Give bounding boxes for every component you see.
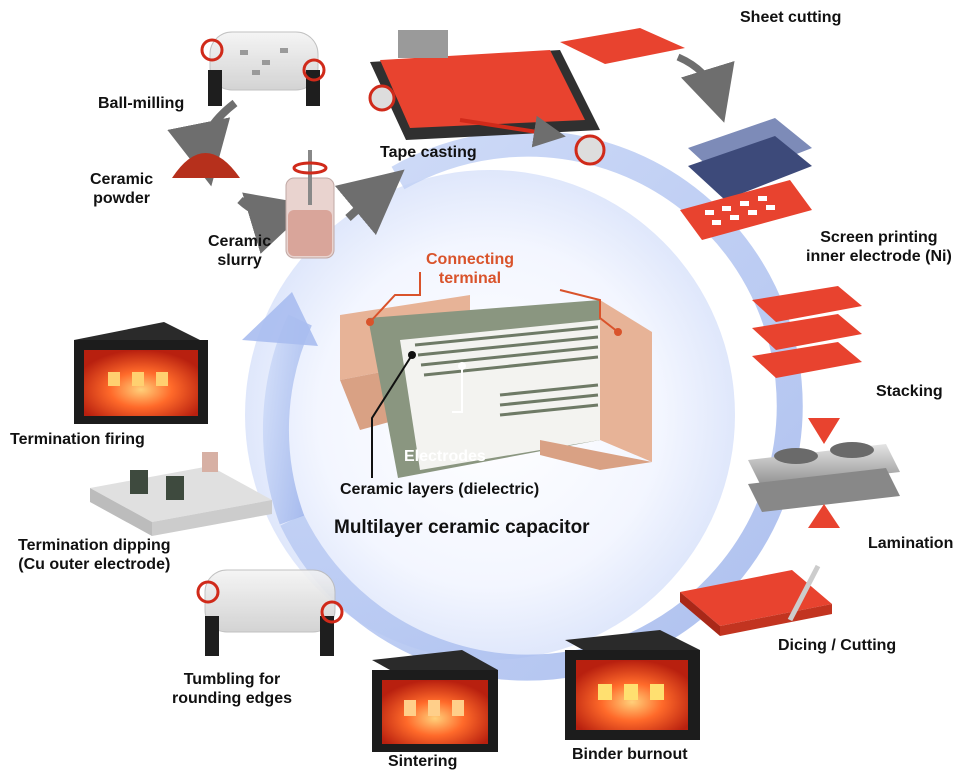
- label-screen-printing: Screen printing inner electrode (Ni): [806, 229, 952, 265]
- label-ball-milling: Ball-milling: [98, 95, 185, 112]
- ball-milling-jar: [200, 31, 326, 106]
- stacked-sheets: [752, 286, 862, 378]
- termination-dipping-tray: [90, 452, 272, 536]
- label-termination-dipping: Termination dipping (Cu outer electrode): [18, 537, 171, 573]
- label-ceramic-powder: Ceramic powder: [90, 171, 154, 207]
- sintering-furnace: [372, 650, 498, 752]
- ceramic-slurry-beaker: [285, 150, 335, 259]
- terminal-leader-left: [369, 272, 421, 323]
- binder-burnout-furnace: [565, 630, 700, 740]
- label-sheet-cutting: Sheet cutting: [740, 9, 842, 26]
- ceramic-powder-heap: [172, 153, 240, 178]
- ceramic-layers-leader: [371, 354, 413, 478]
- terminal-leader-right: [559, 289, 619, 333]
- label-stacking: Stacking: [876, 383, 943, 400]
- diced-chips: [680, 564, 832, 636]
- label-connecting-terminal: Connecting terminal: [426, 251, 514, 287]
- arrow-sheet-to-printing: [676, 53, 735, 123]
- label-tape-casting: Tape casting: [380, 144, 477, 161]
- label-binder-burnout: Binder burnout: [572, 746, 688, 763]
- label-lamination: Lamination: [868, 535, 954, 552]
- lamination-press: [748, 418, 900, 528]
- electrodes-leader: [452, 366, 463, 413]
- screen-printing-setup: [680, 118, 812, 240]
- tumbling-jar: [196, 569, 344, 656]
- label-termination-firing: Termination firing: [10, 431, 145, 448]
- arrow-milling-to-powder: [167, 99, 238, 187]
- label-ceramic-slurry: Ceramic slurry: [208, 233, 272, 269]
- diagram-title: Multilayer ceramic capacitor: [334, 517, 590, 538]
- label-sintering: Sintering: [388, 753, 458, 770]
- label-dicing: Dicing / Cutting: [778, 637, 897, 654]
- cut-sheet: [560, 28, 685, 64]
- label-ceramic-layers: Ceramic layers (dielectric): [340, 481, 540, 498]
- label-tumbling: Tumbling for rounding edges: [172, 671, 292, 707]
- tape-casting-machine: [368, 30, 606, 166]
- label-electrodes: Electrodes: [404, 448, 486, 465]
- termination-firing-furnace: [74, 322, 208, 424]
- cycle-arrow-head: [242, 292, 318, 346]
- arrow-powder-to-slurry: [237, 192, 313, 254]
- arrow-slurry-to-tape: [334, 169, 405, 236]
- mlcc-cutaway: [340, 272, 652, 478]
